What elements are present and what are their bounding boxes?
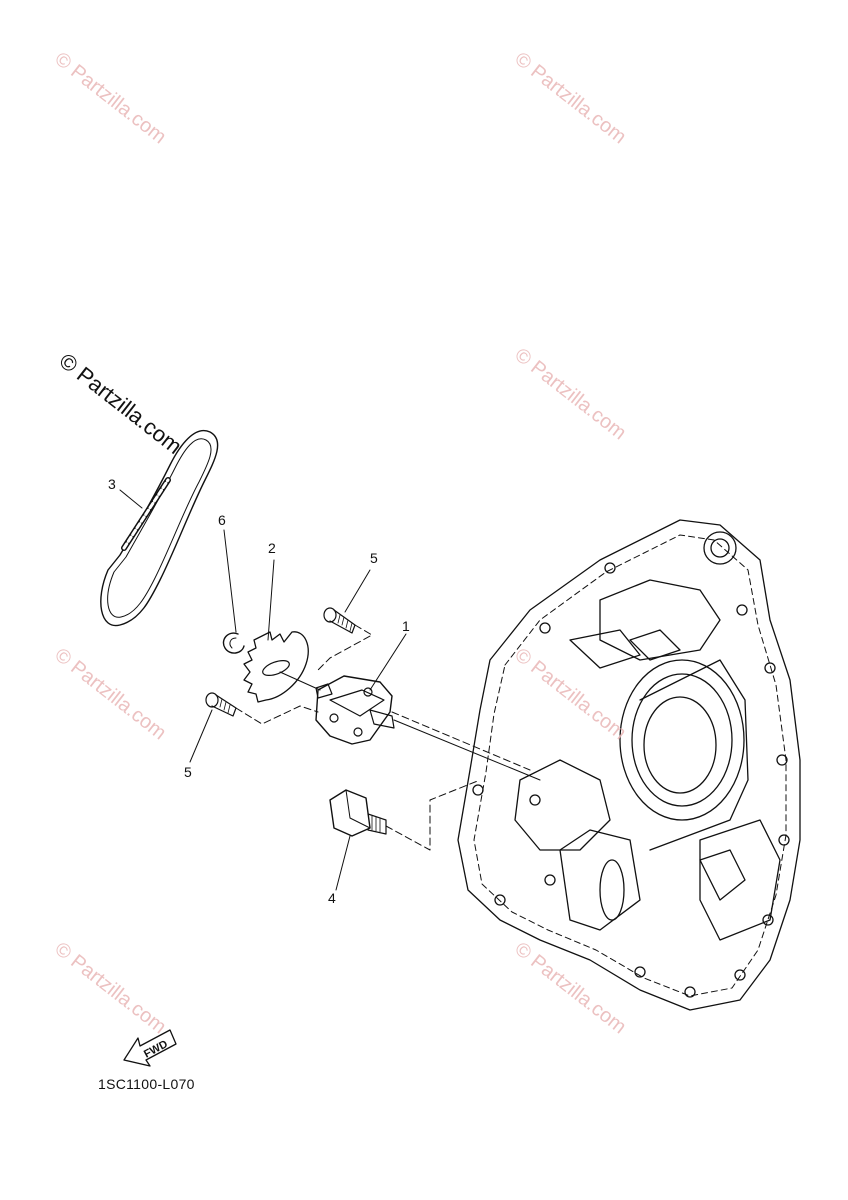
crankcase (457, 519, 801, 1011)
callout-6: 6 (218, 512, 226, 528)
cam-chain (100, 429, 219, 627)
sprocket (243, 631, 309, 703)
plug (329, 789, 387, 837)
circlip (222, 632, 245, 654)
callout-5-lower: 5 (184, 764, 192, 780)
callout-3: 3 (108, 476, 116, 492)
callout-5-upper: 5 (370, 550, 378, 566)
assembly-guide-lines (235, 624, 531, 851)
diagram-code: 1SC1100-L070 (98, 1076, 195, 1092)
bolt-upper (323, 607, 356, 634)
callout-2: 2 (268, 540, 276, 556)
oil-pump (315, 675, 395, 745)
bolt-lower (205, 692, 237, 717)
callout-1: 1 (402, 618, 410, 634)
leader-lines (119, 489, 407, 891)
callout-4: 4 (328, 890, 336, 906)
fwd-arrow-icon (123, 1029, 177, 1067)
